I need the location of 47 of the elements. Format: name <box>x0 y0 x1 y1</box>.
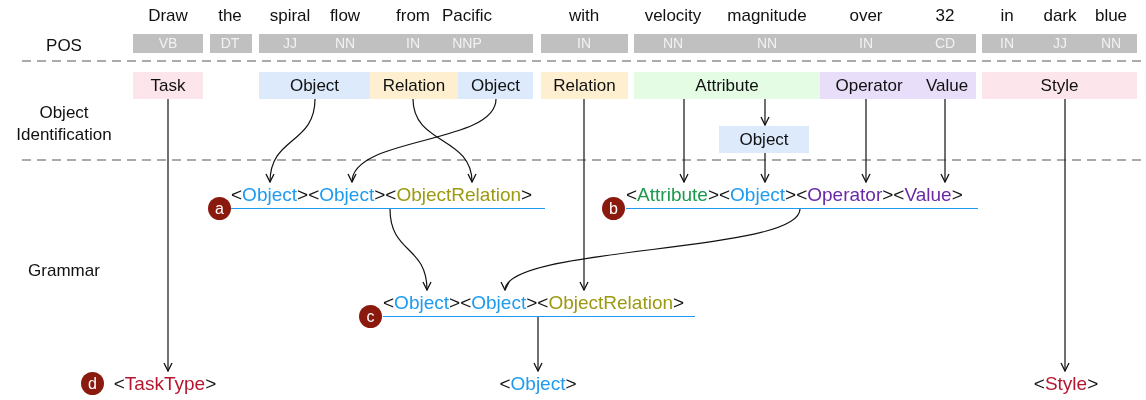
letter-badge: b <box>602 197 625 220</box>
word-label: 32 <box>934 6 956 26</box>
category-box: Style <box>982 72 1137 99</box>
category-box: Operator <box>820 72 918 99</box>
category-box: Object <box>259 72 370 99</box>
row-heading: Grammar <box>27 260 101 282</box>
grammar-rule: <Object><Object><ObjectRelation> <box>231 183 545 209</box>
category-box: Value <box>918 72 976 99</box>
letter-badge: d <box>81 372 104 395</box>
grammar-rule: <Attribute><Object><Operator><Value> <box>626 183 978 209</box>
grammar-symbol: <Object> <box>490 372 586 396</box>
word-label: velocity <box>643 6 703 26</box>
arrow <box>389 208 432 291</box>
pos-tag-bar <box>634 34 976 53</box>
arrow <box>940 98 950 183</box>
row-heading: Object Identification <box>15 102 113 146</box>
arrow <box>579 98 589 291</box>
category-box: Object <box>458 72 533 99</box>
arrow <box>760 98 770 126</box>
arrow <box>760 152 770 183</box>
word-label: with <box>567 6 601 26</box>
pos-tag-bar <box>982 34 1137 53</box>
category-box: Relation <box>370 72 458 99</box>
pos-tag-bar <box>541 34 628 53</box>
word-label: over <box>848 6 884 26</box>
arrow <box>533 316 543 372</box>
grammar-symbol: <TaskType> <box>110 372 220 396</box>
arrow <box>861 98 871 183</box>
arrow <box>349 98 497 183</box>
letter-badge: c <box>359 305 382 328</box>
category-box: Task <box>133 72 203 99</box>
category-box: Attribute <box>634 72 820 99</box>
arrow <box>1060 98 1070 372</box>
grammar-rule: <Object><Object><ObjectRelation> <box>383 291 695 317</box>
word-label: Draw <box>147 6 189 26</box>
arrow <box>679 98 689 183</box>
word-label: magnitude <box>726 6 808 26</box>
row-heading: POS <box>45 35 83 57</box>
grammar-symbol: <Style> <box>1025 372 1107 396</box>
arrow <box>412 98 476 183</box>
pos-tag-bar <box>210 34 252 53</box>
arrow <box>163 98 173 372</box>
category-box: Object <box>719 126 809 153</box>
arrow <box>266 98 316 183</box>
pos-tag-bar <box>259 34 533 53</box>
letter-badge: a <box>208 197 231 220</box>
category-box: Relation <box>541 72 628 99</box>
